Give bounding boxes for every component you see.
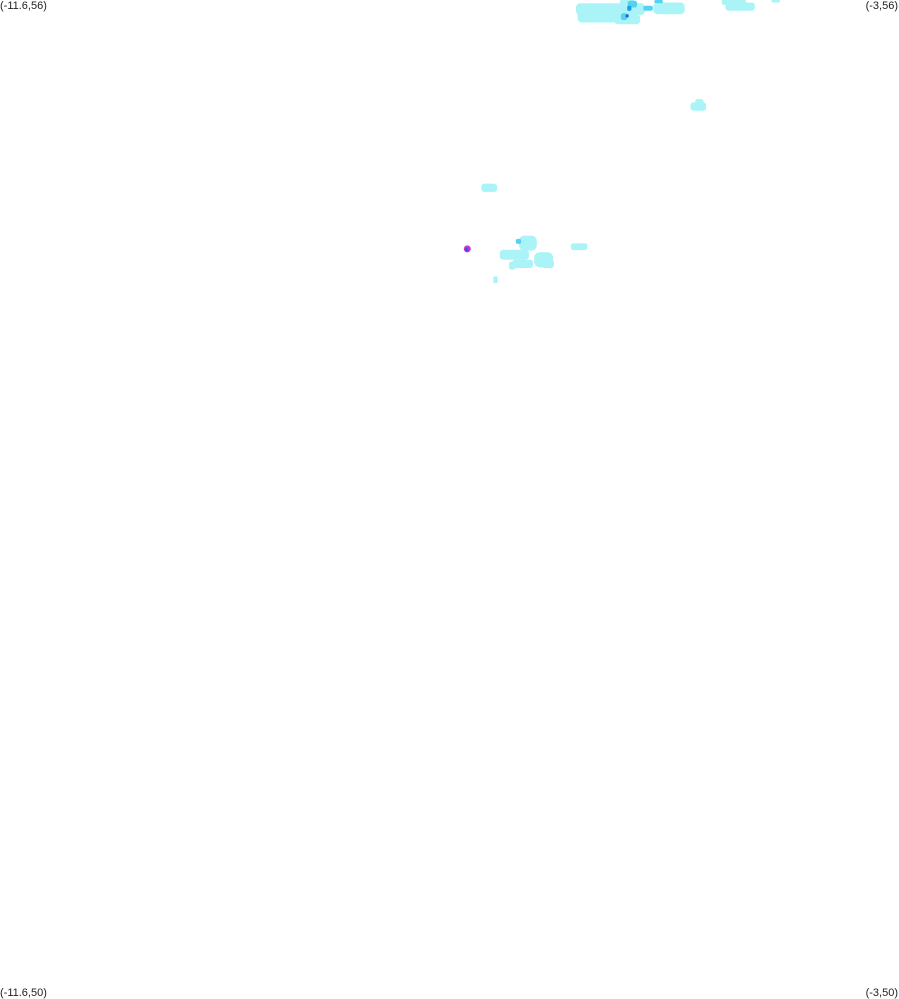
precip-cell-light — [519, 235, 537, 251]
marker-layer — [463, 245, 471, 253]
precip-cell-light — [725, 2, 755, 11]
precip-cell-light — [771, 0, 780, 3]
corner-label-bottom-right: (-3,50) — [865, 987, 898, 999]
corner-label-top-left: (-11.6,56) — [0, 0, 47, 12]
precip-cell-light — [690, 102, 707, 111]
precip-cell-medium — [643, 5, 653, 11]
precip-cell-light — [570, 243, 588, 251]
precip-cell-light — [653, 2, 685, 15]
precip-cell-medium — [620, 13, 628, 20]
precip-cell-light — [512, 259, 534, 268]
precip-cell-light — [614, 14, 641, 25]
precip-cell-strong — [627, 5, 632, 11]
precip-cell-heavy — [625, 14, 629, 18]
precipitation-layer — [481, 0, 780, 284]
station-marker-core — [464, 247, 469, 252]
precip-cell-medium — [515, 238, 522, 244]
precip-cell-light — [541, 259, 554, 268]
precip-cell-medium — [654, 0, 663, 4]
corner-label-top-right: (-3,56) — [865, 0, 898, 12]
precip-cell-light — [481, 183, 498, 192]
precip-cell-light — [493, 276, 498, 284]
precip-cell-light — [499, 249, 529, 260]
corner-label-bottom-left: (-11.6,50) — [0, 987, 47, 999]
